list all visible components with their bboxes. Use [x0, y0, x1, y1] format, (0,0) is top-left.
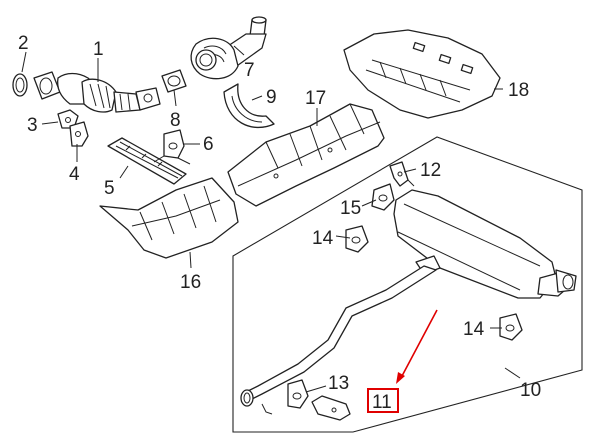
callout-11: 11	[372, 392, 392, 413]
callout-12: 12	[420, 160, 441, 181]
highlight-arrow	[401, 309, 438, 377]
callout-7: 7	[244, 60, 255, 81]
callout-4: 4	[69, 164, 80, 185]
callout-10: 10	[520, 380, 541, 401]
callout-3: 3	[27, 115, 38, 136]
callout-1: 1	[93, 39, 104, 60]
hanger-bracket-11	[261, 395, 351, 421]
muffler-with-pipe	[240, 189, 577, 407]
hanger-bracket-12	[389, 161, 415, 187]
front-heat-shield	[99, 177, 239, 259]
insulator-13	[287, 379, 309, 409]
insulator-15	[371, 183, 395, 211]
front-pipe	[190, 16, 267, 80]
heat-shield-strip	[107, 137, 187, 185]
underbody-shield	[343, 29, 501, 119]
hanger-insulator-6	[153, 129, 191, 165]
insulator-14-upper	[345, 225, 369, 253]
callout-13: 13	[328, 373, 349, 394]
support-bracket	[69, 121, 89, 147]
callout-18: 18	[508, 80, 529, 101]
callout-labels: 2 1 3 4 5 6 7 8 9 17 18 12 15 14 16 14 1…	[18, 33, 541, 413]
catalytic-converter	[33, 71, 161, 113]
insulator-14-lower	[499, 313, 523, 341]
gasket-ring	[12, 73, 28, 97]
callout-9: 9	[266, 87, 277, 108]
highlight-arrowhead	[396, 372, 405, 384]
callout-17: 17	[305, 88, 326, 109]
callout-8: 8	[170, 110, 181, 131]
callout-2: 2	[18, 33, 29, 54]
highlight-box	[367, 388, 399, 413]
callout-14-lower: 14	[463, 319, 485, 340]
curved-heat-shield	[223, 83, 275, 129]
callout-16: 16	[180, 272, 201, 293]
converter-bracket	[57, 109, 79, 129]
highlight-indicator	[367, 309, 438, 413]
callout-5: 5	[104, 178, 115, 199]
callout-14-upper: 14	[312, 228, 334, 249]
muffler-assembly-box	[232, 136, 583, 433]
leader-lines	[21, 45, 521, 393]
tunnel-heat-shield	[227, 103, 385, 207]
flange-gasket	[161, 69, 187, 93]
callout-15: 15	[340, 198, 361, 219]
callout-6: 6	[203, 134, 214, 155]
